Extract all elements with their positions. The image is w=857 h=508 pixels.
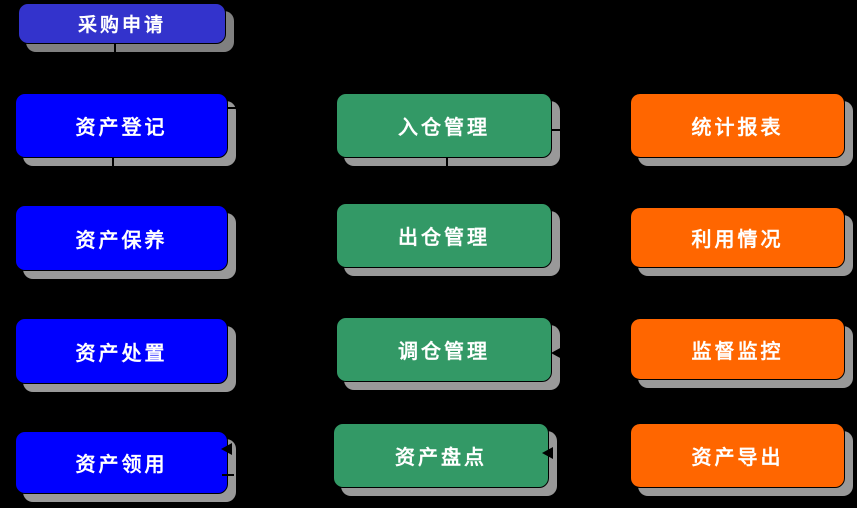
node-label: 资产登记: [75, 117, 168, 139]
node-statistics-report: 统计报表: [630, 93, 845, 158]
connector-tick-right-of-inbound-management: [552, 129, 562, 131]
connector-tick-right-of-asset-registration: [228, 107, 238, 109]
node-label: 利用情况: [691, 229, 784, 251]
connector-arrowhead-right-of-asset-inventory: [542, 447, 553, 459]
connector-arrowhead-right-of-transfer-management: [551, 347, 562, 359]
node-asset-registration: 资产登记: [15, 93, 228, 158]
node-label: 入仓管理: [398, 117, 490, 139]
node-asset-disposal: 资产处置: [15, 318, 228, 384]
node-asset-inventory: 资产盘点: [333, 423, 549, 488]
node-label: 采购申请: [77, 15, 166, 36]
node-outbound-management: 出仓管理: [336, 203, 552, 268]
node-purchase-request: 采购申请: [18, 3, 226, 44]
node-asset-requisition: 资产领用: [15, 431, 228, 494]
node-asset-export: 资产导出: [630, 423, 845, 488]
node-label: 资产盘点: [395, 447, 487, 469]
node-label: 调仓管理: [398, 341, 490, 363]
node-asset-maintenance: 资产保养: [15, 205, 228, 271]
node-label: 监督监控: [691, 340, 784, 363]
node-label: 资产处置: [75, 342, 168, 365]
node-label: 资产导出: [691, 447, 784, 469]
node-label: 资产领用: [75, 454, 168, 476]
node-label: 统计报表: [691, 117, 784, 139]
node-transfer-management: 调仓管理: [336, 317, 552, 382]
connector-arrowhead-right-of-asset-requisition: [221, 443, 232, 455]
node-label: 出仓管理: [398, 227, 490, 249]
connector-tick-below-purchase-request: [114, 44, 116, 54]
connector-tick-right-of-asset-requisition: [222, 474, 234, 476]
connector-tick-below-inbound-management: [446, 157, 448, 168]
node-supervision-monitoring: 监督监控: [630, 318, 845, 380]
node-utilization-status: 利用情况: [630, 207, 845, 268]
node-inbound-management: 入仓管理: [336, 93, 552, 158]
connector-tick-below-asset-registration: [112, 157, 114, 168]
node-label: 资产保养: [75, 229, 168, 252]
